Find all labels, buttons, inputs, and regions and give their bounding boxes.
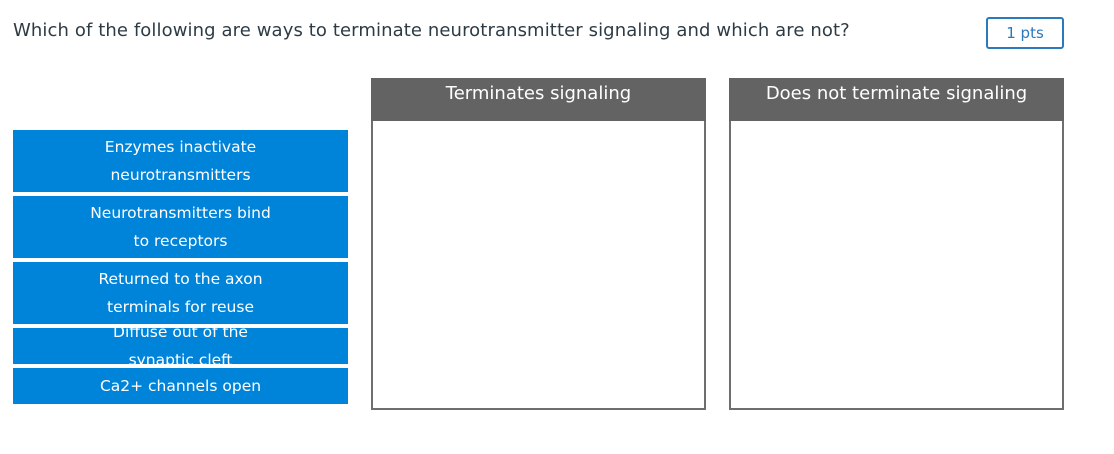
drop-zone-does-not-terminate[interactable]: Does not terminate signaling — [729, 78, 1064, 410]
draggable-option-enzymes[interactable]: Enzymes inactivate neurotransmitters — [13, 130, 348, 192]
drop-zone-terminates[interactable]: Terminates signaling — [371, 78, 706, 410]
points-badge: 1 pts — [986, 17, 1064, 49]
question-text: Which of the following are ways to termi… — [13, 20, 850, 41]
answer-options-list: Enzymes inactivate neurotransmitters Neu… — [13, 130, 348, 408]
draggable-option-diffuse[interactable]: Diffuse out of the synaptic cleft — [13, 323, 348, 369]
draggable-option-ca-channels[interactable]: Ca2+ channels open — [13, 368, 348, 404]
drop-zone-terminates-body[interactable] — [373, 121, 704, 408]
drop-zone-does-not-terminate-body[interactable] — [731, 121, 1062, 408]
draggable-option-returned-axon[interactable]: Returned to the axon terminals for reuse — [13, 262, 348, 324]
drop-zone-terminates-title: Terminates signaling — [371, 78, 706, 121]
draggable-option-bind-receptors[interactable]: Neurotransmitters bind to receptors — [13, 196, 348, 258]
drop-zone-does-not-terminate-title: Does not terminate signaling — [729, 78, 1064, 121]
